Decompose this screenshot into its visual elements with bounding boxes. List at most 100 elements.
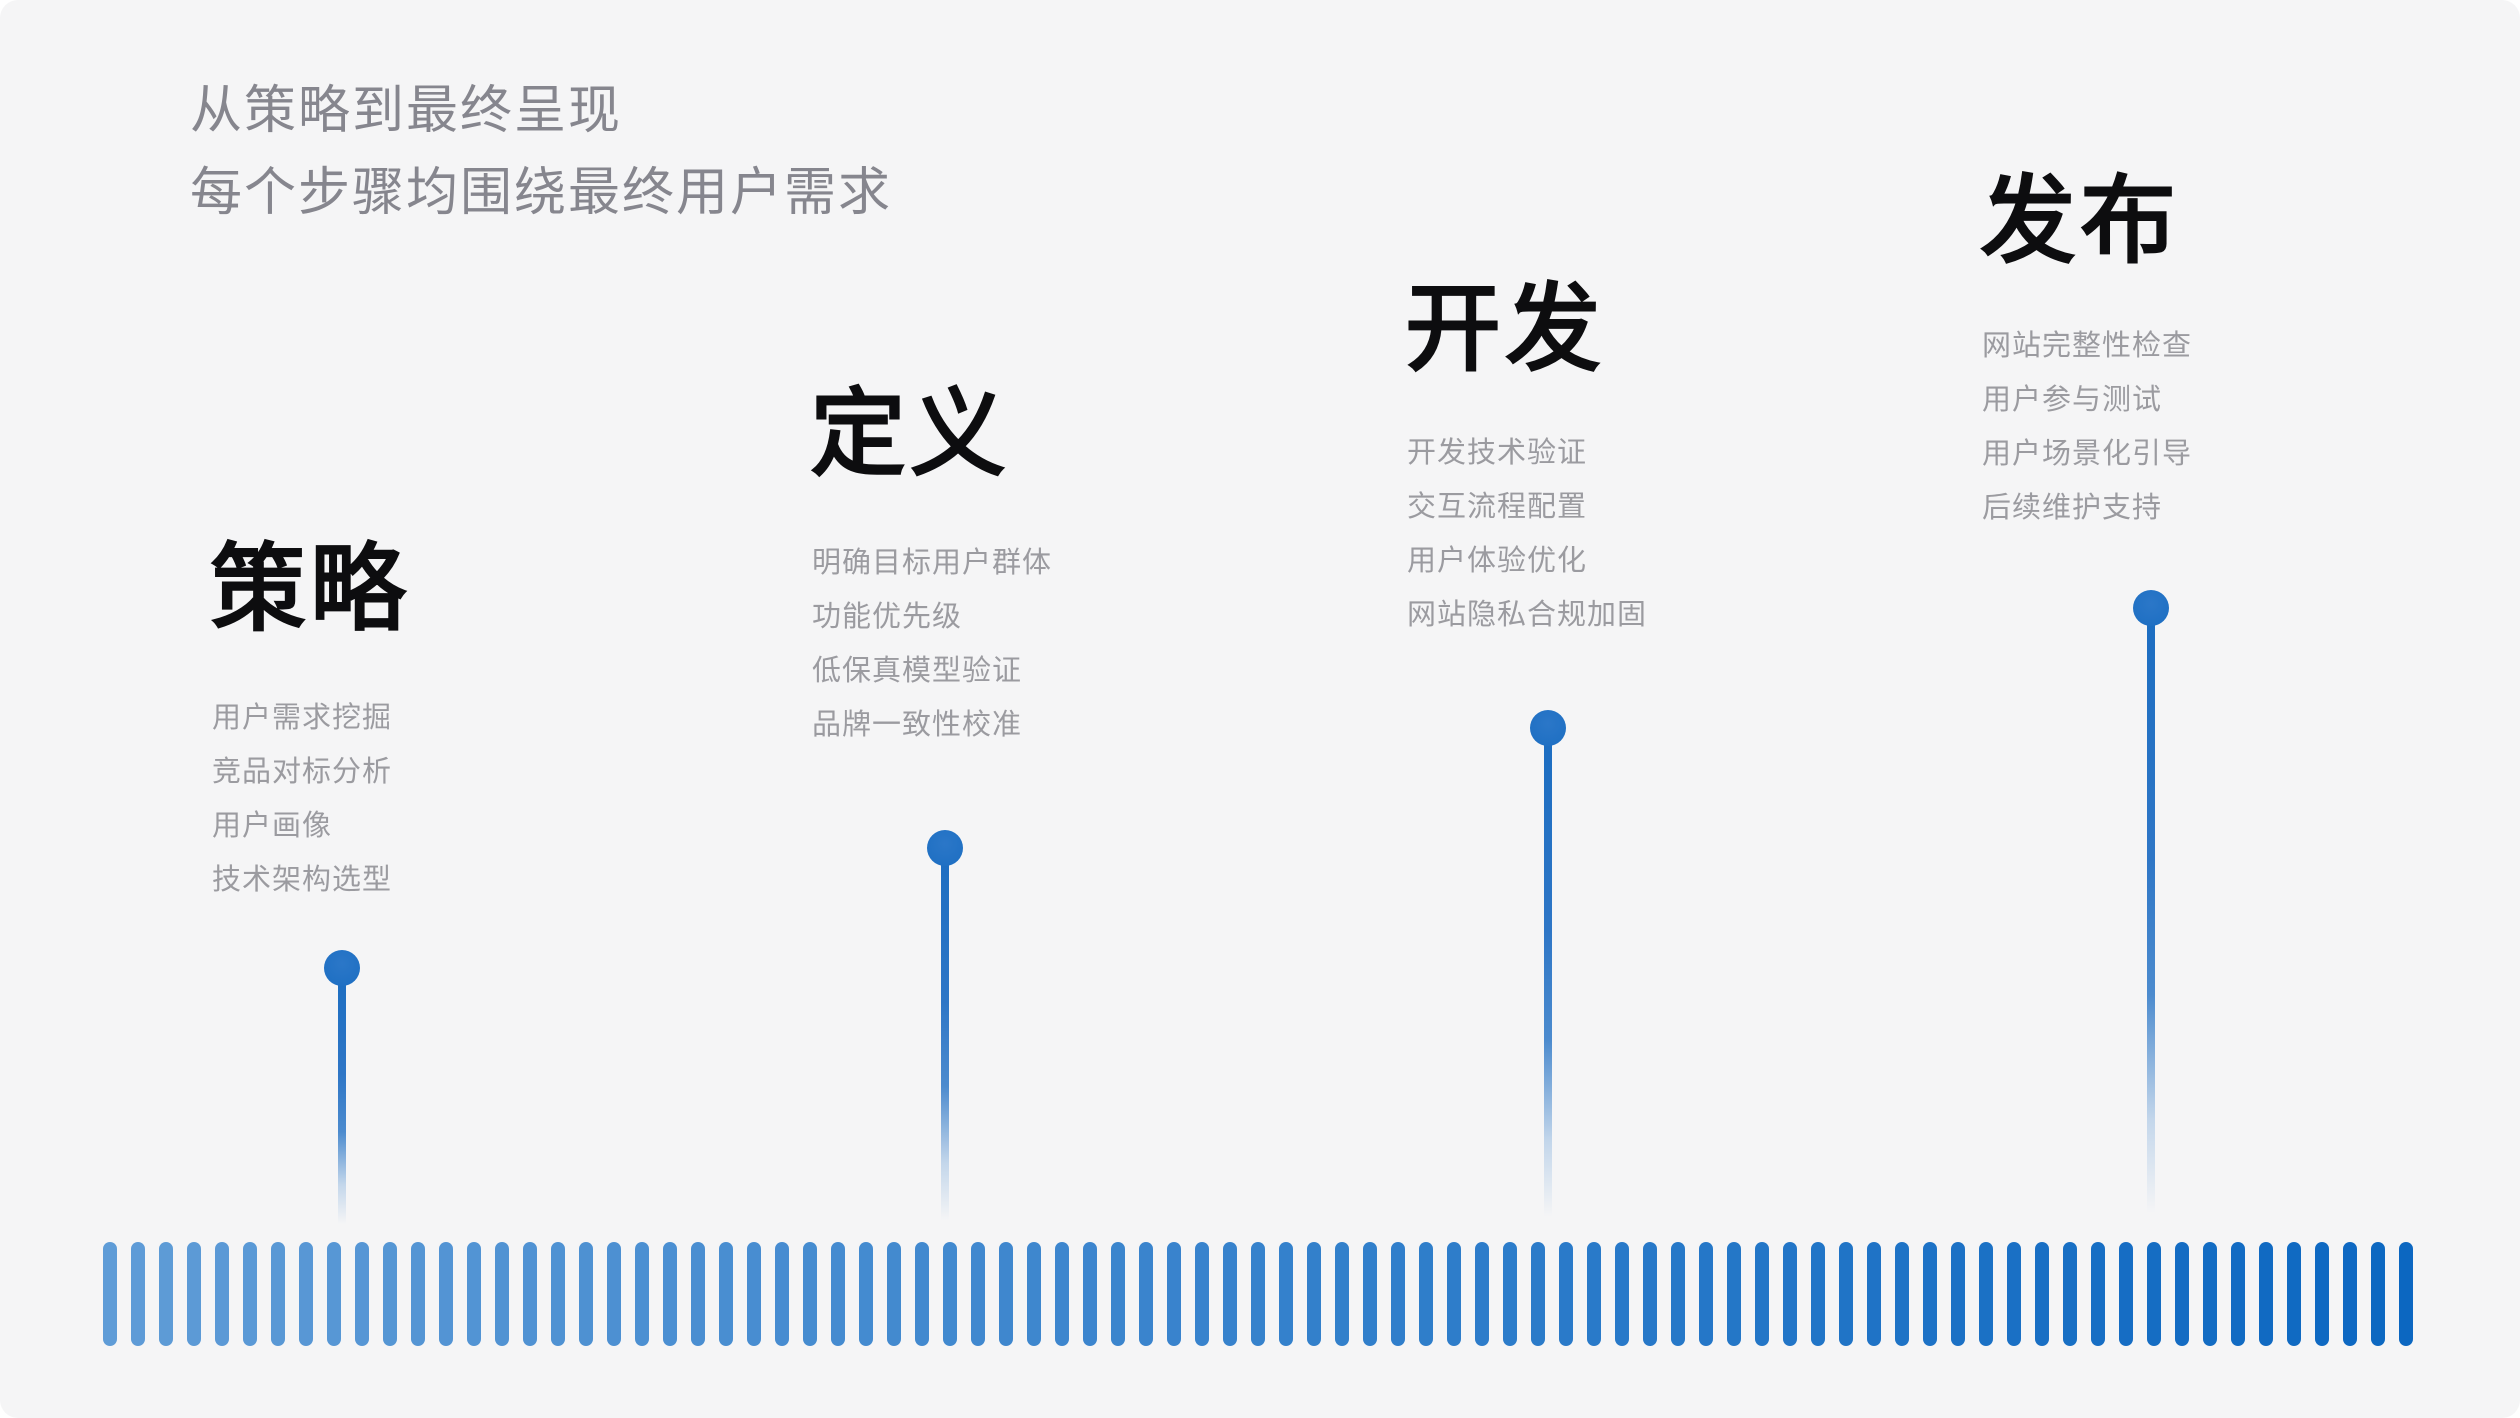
timeline-bar (1083, 1242, 1097, 1346)
timeline-bar (1951, 1242, 1965, 1346)
timeline-bar (467, 1242, 481, 1346)
stage-column-strategy: 策略 用户需求挖掘竞品对标分析用户画像技术架构选型 (210, 536, 770, 897)
timeline-bar (943, 1242, 957, 1346)
stage-item: 开发技术验证 (1407, 437, 1588, 469)
timeline-bar (1895, 1242, 1909, 1346)
stage-item: 用户需求挖掘 (212, 702, 393, 734)
timeline-bar (2343, 1242, 2357, 1346)
timeline-bar (1307, 1242, 1321, 1346)
milestone-dot (1530, 710, 1566, 746)
stage-item: 交互流程配置 (1407, 491, 1588, 523)
timeline-bar (271, 1242, 285, 1346)
timeline-bar (2063, 1242, 2077, 1346)
timeline-bar (2007, 1242, 2021, 1346)
stage-title: 定义 (810, 381, 1010, 488)
timeline-bar (1447, 1242, 1461, 1346)
timeline-bar (439, 1242, 453, 1346)
timeline-bar (719, 1242, 733, 1346)
timeline-bar (1279, 1242, 1293, 1346)
stage-column-launch: 发布 网站完整性检查用户参与测试用户场景化引导后续维护支持 (1980, 168, 2520, 525)
header-line-1: 从策略到最终呈现 (190, 82, 623, 140)
timeline-bar (1531, 1242, 1545, 1346)
timeline-bar (1839, 1242, 1853, 1346)
milestone-stem (941, 848, 949, 1232)
stage-title: 开发 (1405, 276, 1605, 383)
timeline-bar (411, 1242, 425, 1346)
timeline-bar (2231, 1242, 2245, 1346)
timeline-bar (803, 1242, 817, 1346)
timeline-bar (2091, 1242, 2105, 1346)
stage-item: 技术架构选型 (212, 864, 393, 896)
timeline-bar (551, 1242, 565, 1346)
stage-title: 发布 (1980, 168, 2180, 275)
stage-item-list: 网站完整性检查用户参与测试用户场景化引导后续维护支持 (1982, 319, 2192, 535)
timeline-bar (1027, 1242, 1041, 1346)
timeline-bar (607, 1242, 621, 1346)
timeline-bar (1811, 1242, 1825, 1346)
stage-title: 策略 (210, 536, 410, 643)
timeline-bar (1167, 1242, 1181, 1346)
stage-item: 明确目标用户群体 (812, 547, 1053, 579)
stage-column-define: 定义 明确目标用户群体功能优先级低保真模型验证品牌一致性校准 (810, 381, 1370, 742)
timeline-bar (215, 1242, 229, 1346)
timeline-bar (1643, 1242, 1657, 1346)
timeline-bar (2259, 1242, 2273, 1346)
timeline-bar (1727, 1242, 1741, 1346)
timeline-bar (579, 1242, 593, 1346)
stage-item: 用户场景化引导 (1982, 438, 2193, 470)
timeline-bar (2371, 1242, 2385, 1346)
timeline-bar (355, 1242, 369, 1346)
timeline-bar (1979, 1242, 1993, 1346)
stage-item: 用户参与测试 (1982, 384, 2163, 416)
timeline-bar (1923, 1242, 1937, 1346)
timeline-bar (691, 1242, 705, 1346)
stage-item-list: 明确目标用户群体功能优先级低保真模型验证品牌一致性校准 (812, 536, 1052, 752)
timeline-bar (1867, 1242, 1881, 1346)
timeline-bar (1251, 1242, 1265, 1346)
timeline-bar (523, 1242, 537, 1346)
timeline-bar (1055, 1242, 1069, 1346)
timeline-bar (859, 1242, 873, 1346)
timeline-bar (1671, 1242, 1685, 1346)
timeline-bar (2119, 1242, 2133, 1346)
stage-item: 网站隐私合规加固 (1407, 599, 1648, 631)
timeline-bar (971, 1242, 985, 1346)
timeline-bar (495, 1242, 509, 1346)
timeline-bar (915, 1242, 929, 1346)
timeline-bar (1755, 1242, 1769, 1346)
timeline-bar (327, 1242, 341, 1346)
timeline-bar (131, 1242, 145, 1346)
stage-item: 功能优先级 (812, 601, 963, 633)
timeline-bar (1559, 1242, 1573, 1346)
timeline-bar (1699, 1242, 1713, 1346)
milestone-dot (324, 950, 360, 986)
stage-item: 低保真模型验证 (812, 655, 1023, 687)
timeline-bar (999, 1242, 1013, 1346)
timeline-bar (383, 1242, 397, 1346)
timeline-bar (1503, 1242, 1517, 1346)
stage-item: 品牌一致性校准 (812, 709, 1023, 741)
timeline-bar (775, 1242, 789, 1346)
stage-item-list: 开发技术验证交互流程配置用户体验优化网站隐私合规加固 (1407, 426, 1647, 642)
timeline-bar (2147, 1242, 2161, 1346)
timeline-bar (299, 1242, 313, 1346)
timeline-bar (2035, 1242, 2049, 1346)
timeline-bar (887, 1242, 901, 1346)
timeline-bar (1783, 1242, 1797, 1346)
timeline-bar (2399, 1242, 2413, 1346)
timeline-bar (831, 1242, 845, 1346)
timeline-bar (1223, 1242, 1237, 1346)
stage-item: 用户画像 (212, 810, 333, 842)
timeline-bar (747, 1242, 761, 1346)
milestone-dot (2133, 590, 2169, 626)
stage-item: 网站完整性检查 (1982, 330, 2193, 362)
timeline-bar (159, 1242, 173, 1346)
timeline-bar (1391, 1242, 1405, 1346)
milestone-dot (927, 830, 963, 866)
timeline-bar (2175, 1242, 2189, 1346)
milestone-stem (338, 968, 346, 1232)
timeline-bar (243, 1242, 257, 1346)
timeline-bar (1475, 1242, 1489, 1346)
timeline-bar (1419, 1242, 1433, 1346)
